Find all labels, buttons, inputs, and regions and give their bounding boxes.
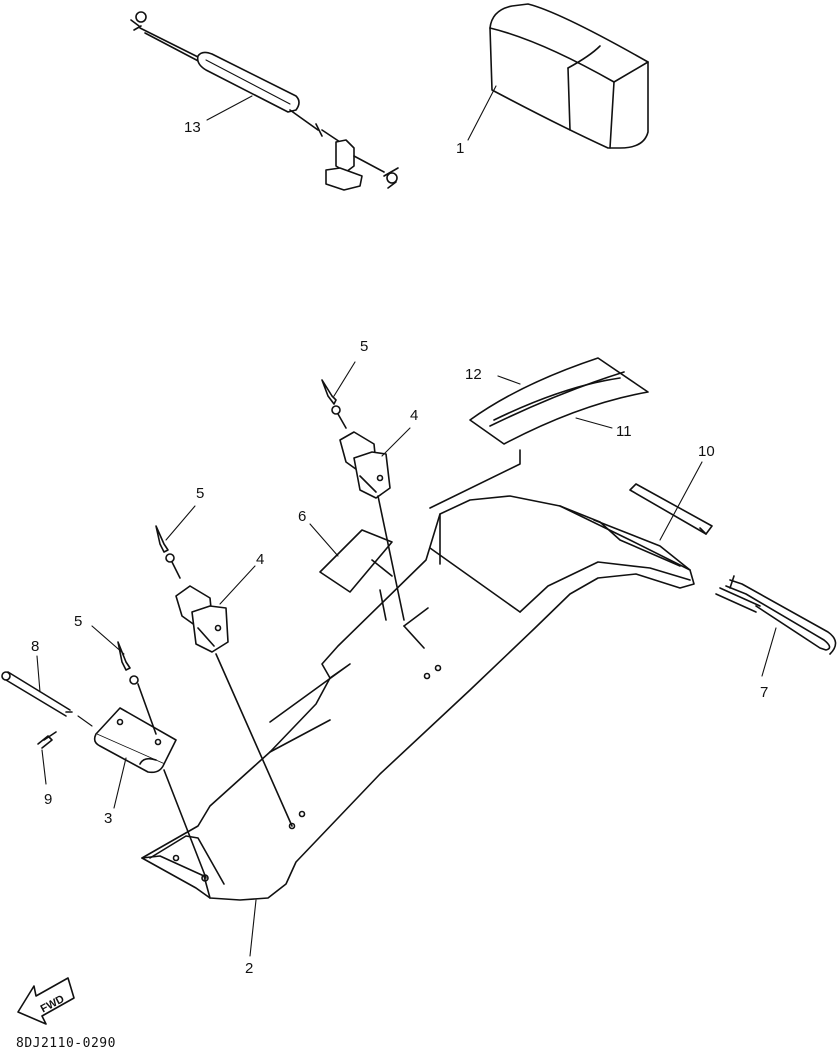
callout-7: 7: [760, 684, 768, 701]
callout-2: 2: [245, 960, 253, 977]
drawing-code: 8DJ2110-0290: [16, 1036, 116, 1050]
screw-5-upper: [321, 379, 347, 429]
bracket-4-middle: [175, 585, 293, 827]
part-8-pin: [1, 671, 93, 727]
part-7-rod: [715, 575, 837, 655]
callout-12: 12: [465, 366, 482, 383]
callout-5-upper: 5: [360, 338, 368, 355]
callout-5-lower: 5: [74, 613, 82, 630]
part-1-box: [489, 3, 649, 149]
callout-8: 8: [31, 638, 39, 655]
part-6-label: [319, 529, 393, 593]
part-13-cable: [130, 11, 399, 191]
callout-numbers: 13 1 5 12 4 11 10 5 6 4 5 8 7 9 3 2: [31, 119, 768, 977]
screw-5-lower: [117, 641, 157, 735]
part-9-clip: [37, 731, 57, 749]
leader-lines: [36, 85, 777, 957]
part-11-12-decals: [469, 357, 649, 445]
callout-10: 10: [698, 443, 715, 460]
screw-5-middle: [155, 525, 181, 579]
callout-5-middle: 5: [196, 485, 204, 502]
callout-1: 1: [456, 140, 464, 157]
fwd-arrow-icon: FWD: [17, 977, 75, 1025]
callout-4-upper: 4: [410, 407, 418, 424]
callout-4-middle: 4: [256, 551, 264, 568]
bracket-4-upper: [339, 431, 405, 621]
callout-11: 11: [616, 423, 632, 440]
callout-9: 9: [44, 791, 52, 808]
part-10-strip: [629, 483, 713, 535]
callout-13: 13: [184, 119, 201, 136]
callout-3: 3: [104, 810, 112, 827]
bracket-3-hinge: [93, 707, 207, 879]
callout-6: 6: [298, 508, 306, 525]
